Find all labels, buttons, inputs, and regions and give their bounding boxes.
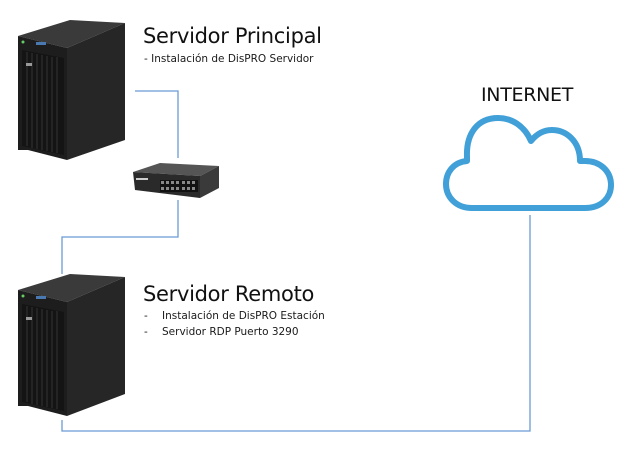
bullet: -	[144, 310, 148, 322]
server-remoto-item: - Instalación de DisPRO Estación	[144, 310, 325, 322]
item-text: Instalación de DisPRO Estación	[162, 310, 325, 322]
bullet: -	[144, 326, 148, 338]
server-principal-icon	[18, 20, 125, 160]
server-remoto-icon	[18, 274, 125, 416]
line-switch-to-remoto	[61, 200, 179, 274]
server-principal-title: Servidor Principal	[143, 24, 322, 48]
server-principal-item: - Instalación de DisPRO Servidor	[144, 53, 314, 65]
network-switch-icon	[133, 163, 219, 198]
item-text: Servidor RDP Puerto 3290	[162, 326, 299, 338]
cloud-icon	[443, 115, 614, 211]
server-remoto-item: - Servidor RDP Puerto 3290	[144, 326, 299, 338]
line-remoto-to-internet	[61, 215, 531, 432]
line-principal-to-switch	[135, 90, 179, 158]
internet-label: INTERNET	[481, 84, 574, 106]
server-remoto-title: Servidor Remoto	[143, 282, 315, 306]
